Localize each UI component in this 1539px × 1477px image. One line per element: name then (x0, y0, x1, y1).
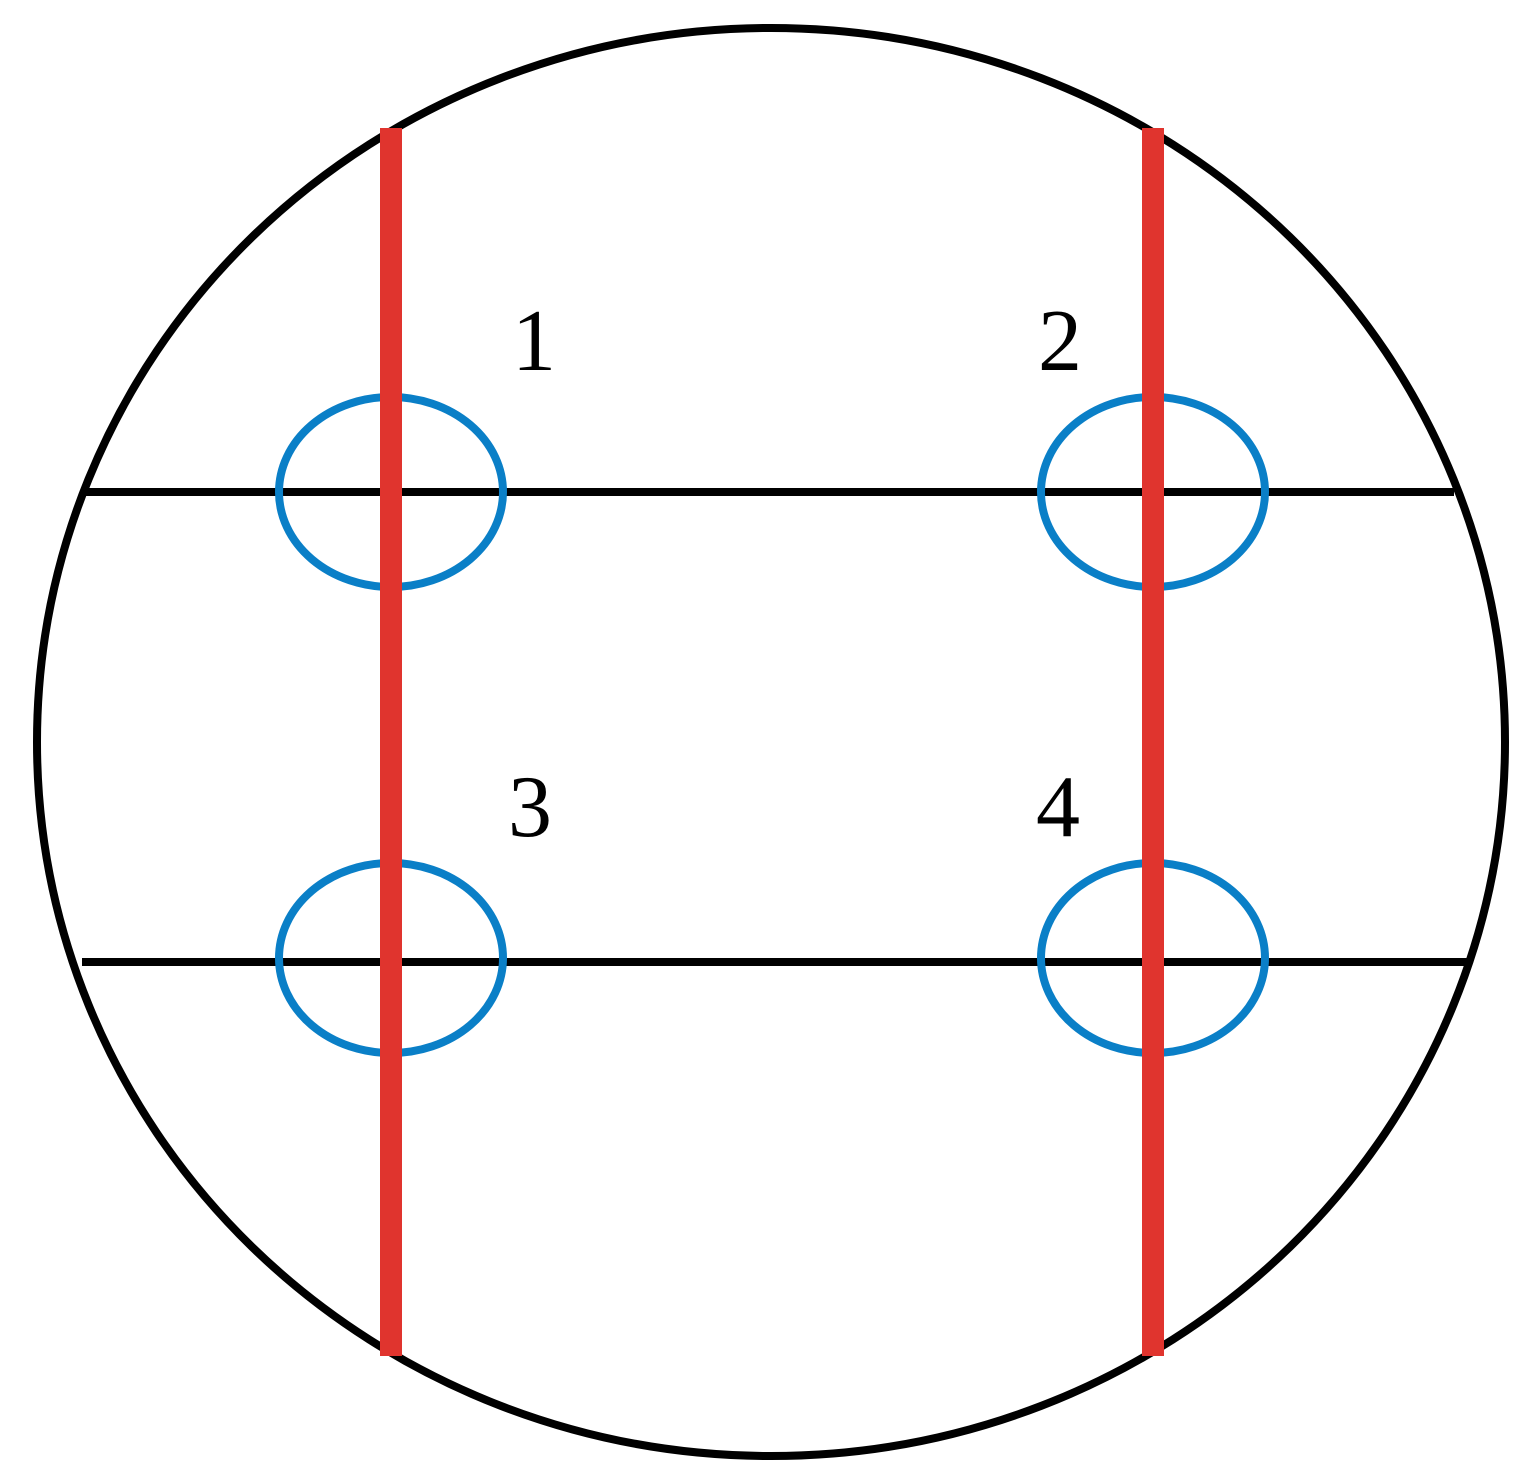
marker-label-3: 3 (508, 759, 552, 856)
marker-label-1: 1 (512, 293, 556, 390)
marker-label-2: 2 (1038, 293, 1082, 390)
marker-label-4: 4 (1036, 759, 1080, 856)
outer-circle (33, 24, 1509, 1460)
